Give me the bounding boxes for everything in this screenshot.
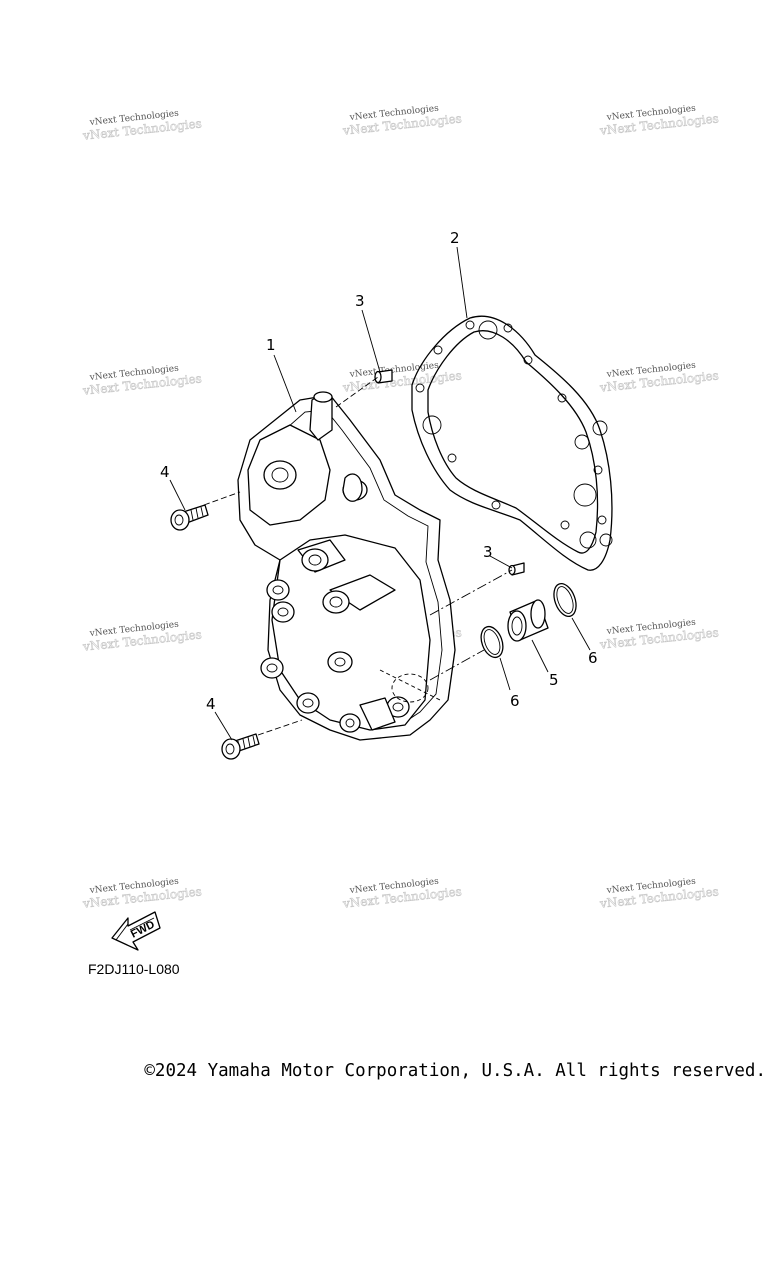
watermark: vNext Technologies vNext Technologies — [341, 104, 463, 138]
watermark: vNext Technologies vNext Technologies — [598, 877, 720, 911]
callout-4-lower: 4 — [206, 695, 216, 713]
dowel-pin-lower — [508, 562, 525, 576]
watermark: vNext Technologies vNext Technologies — [341, 877, 463, 911]
watermark: vNext Technologies vNext Technologies — [81, 620, 203, 654]
cover-part — [237, 391, 456, 741]
bolt-boss — [271, 601, 295, 623]
watermark: vNext Technologies vNext Technologies — [598, 104, 720, 138]
callout-6-lower: 6 — [510, 692, 520, 710]
assembly-lines — [203, 376, 513, 736]
gasket-part — [411, 315, 613, 571]
bolt-boss — [297, 539, 346, 573]
watermark: vNext Technologies vNext Technologies — [81, 109, 203, 143]
bolt-lower — [221, 733, 260, 760]
bolt-upper — [170, 504, 209, 531]
o-ring-lower — [480, 625, 504, 659]
dowel-pin-upper — [374, 369, 393, 384]
callout-2: 2 — [450, 229, 460, 247]
leader-lines — [169, 246, 591, 741]
callout-3-lower: 3 — [483, 543, 493, 561]
watermark: vNext Technologies vNext Technologies — [598, 618, 720, 652]
collar-part — [507, 599, 549, 642]
watermark: vNext Technologies vNext Technologies — [81, 877, 203, 911]
callout-4-upper: 4 — [160, 463, 170, 481]
bolt-boss — [266, 579, 290, 601]
bolt-boss — [296, 692, 320, 714]
callout-1: 1 — [266, 336, 276, 354]
bolt-boss — [327, 651, 353, 673]
callout-6-upper: 6 — [588, 649, 598, 667]
watermark: vNext Technologies vNext Technologies — [341, 361, 463, 395]
watermark: vNext Technologies vNext Technologies — [598, 361, 720, 395]
watermark: vNext Technologies vNext Technologies — [81, 364, 203, 398]
copyright-notice: ©2024 Yamaha Motor Corporation, U.S.A. A… — [144, 1061, 766, 1081]
callout-5: 5 — [549, 671, 559, 689]
o-ring-upper — [553, 583, 577, 617]
figure-code: F2DJ110-L080 — [88, 961, 180, 977]
callout-3-upper: 3 — [355, 292, 365, 310]
bolt-boss — [260, 657, 284, 679]
fwd-arrow-icon: FWD — [111, 911, 161, 951]
bolt-boss — [322, 574, 396, 614]
bolt-boss — [339, 713, 361, 733]
